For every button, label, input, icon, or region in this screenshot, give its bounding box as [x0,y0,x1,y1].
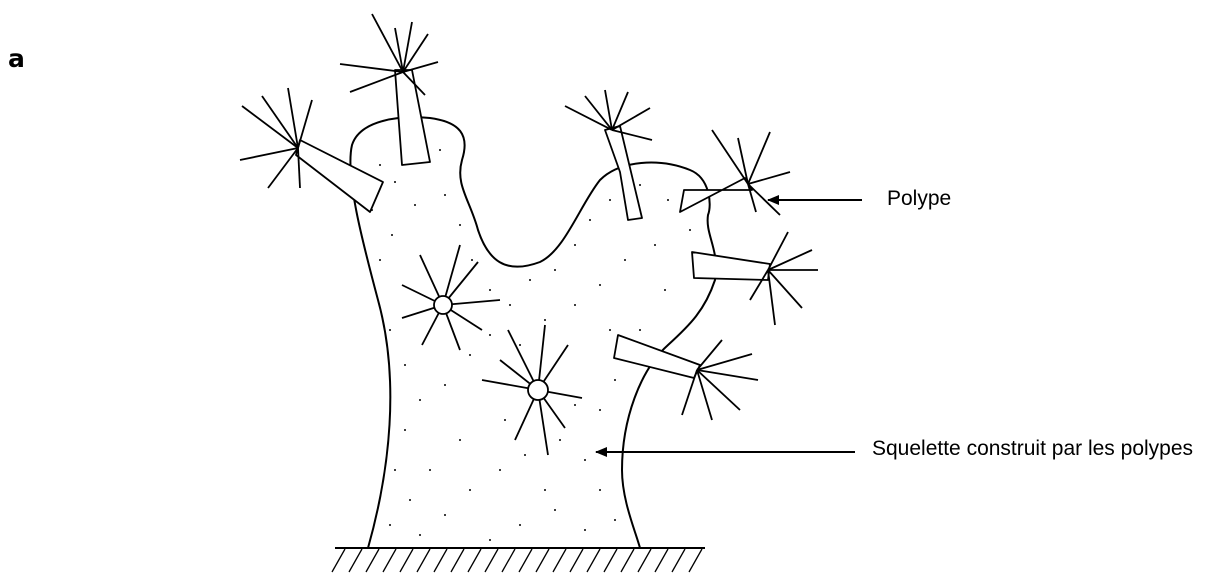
polyp-retracted [402,245,500,350]
polyp [240,88,383,212]
polyp [692,232,818,325]
polyp [340,14,438,165]
polyp-retracted [482,325,582,455]
polyp [565,90,652,220]
ground-hatching [332,549,702,572]
skeleton-stipple [371,139,691,541]
label-squelette: Squelette construit par les polypes [872,434,1202,464]
polyps [240,14,818,455]
leader-arrows [596,200,862,452]
label-polype: Polype [887,184,951,214]
coral-skeleton [350,117,716,548]
ground [332,548,705,572]
polyp [614,335,758,420]
